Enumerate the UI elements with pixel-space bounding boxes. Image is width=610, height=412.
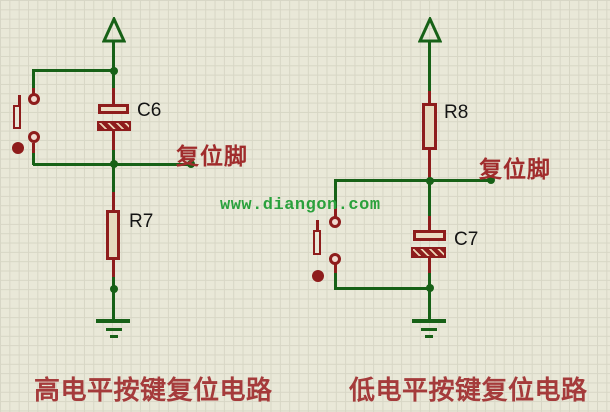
wire <box>428 42 431 91</box>
ground-icon <box>110 335 118 338</box>
ground-icon <box>421 328 437 331</box>
reset-pin-label: 复位脚 <box>176 143 248 169</box>
pin-stub <box>428 91 431 104</box>
pin-stub <box>334 208 337 217</box>
reset-pin-label: 复位脚 <box>479 156 551 182</box>
pin-stub <box>112 192 115 210</box>
button-terminal <box>28 93 40 105</box>
wire-end-dot <box>187 160 195 168</box>
capacitor-ref-label: C6 <box>137 100 162 121</box>
wire <box>334 179 337 208</box>
button-plunger-stem <box>18 95 21 105</box>
resistor <box>422 103 437 150</box>
resistor-ref-label: R7 <box>129 211 154 232</box>
junction-dot <box>426 177 434 185</box>
wire <box>32 153 35 165</box>
button-pin-dot <box>312 270 324 282</box>
wire-end-dot <box>487 176 495 184</box>
wire <box>334 273 337 290</box>
pin-stub <box>334 263 337 273</box>
power-arrow-icon <box>418 17 442 44</box>
junction-dot <box>110 160 118 168</box>
power-arrow-icon <box>102 17 126 44</box>
pin-stub <box>428 258 431 273</box>
pin-stub <box>428 150 431 179</box>
capacitor-hatched-plate <box>411 247 446 258</box>
wire <box>112 71 115 88</box>
ground-icon <box>96 319 130 323</box>
capacitor-plate <box>98 104 129 114</box>
wire <box>428 182 431 216</box>
button-terminal <box>28 131 40 143</box>
ground-icon <box>425 335 433 338</box>
wire <box>112 277 115 321</box>
left-circuit-caption: 高电平按键复位电路 <box>34 375 273 405</box>
resistor <box>106 210 120 260</box>
capacitor-hatched-plate <box>97 121 131 131</box>
wire <box>112 166 115 192</box>
capacitor-plate <box>413 230 446 241</box>
watermark: www.diangon.com <box>220 196 381 215</box>
pin-stub <box>112 131 115 150</box>
pin-stub <box>112 260 115 277</box>
push-button <box>313 230 321 255</box>
wire <box>334 179 492 182</box>
ground-icon <box>412 319 446 323</box>
pin-stub <box>112 88 115 104</box>
right-circuit-caption: 低电平按键复位电路 <box>349 375 588 405</box>
pin-stub <box>32 143 35 153</box>
wire <box>112 150 115 164</box>
junction-dot <box>110 285 118 293</box>
wire <box>32 69 114 72</box>
ground-icon <box>106 328 122 331</box>
wire <box>112 42 115 71</box>
button-pin-dot <box>12 142 24 154</box>
push-button <box>13 105 21 129</box>
junction-dot <box>426 284 434 292</box>
pin-stub <box>428 216 431 231</box>
pin-stub <box>32 88 35 95</box>
button-plunger-stem <box>316 220 319 230</box>
wire <box>32 69 35 89</box>
capacitor-ref-label: C7 <box>454 229 479 250</box>
button-terminal <box>329 216 341 228</box>
wire <box>428 273 431 321</box>
wire <box>334 287 430 290</box>
resistor-ref-label: R8 <box>444 102 469 123</box>
